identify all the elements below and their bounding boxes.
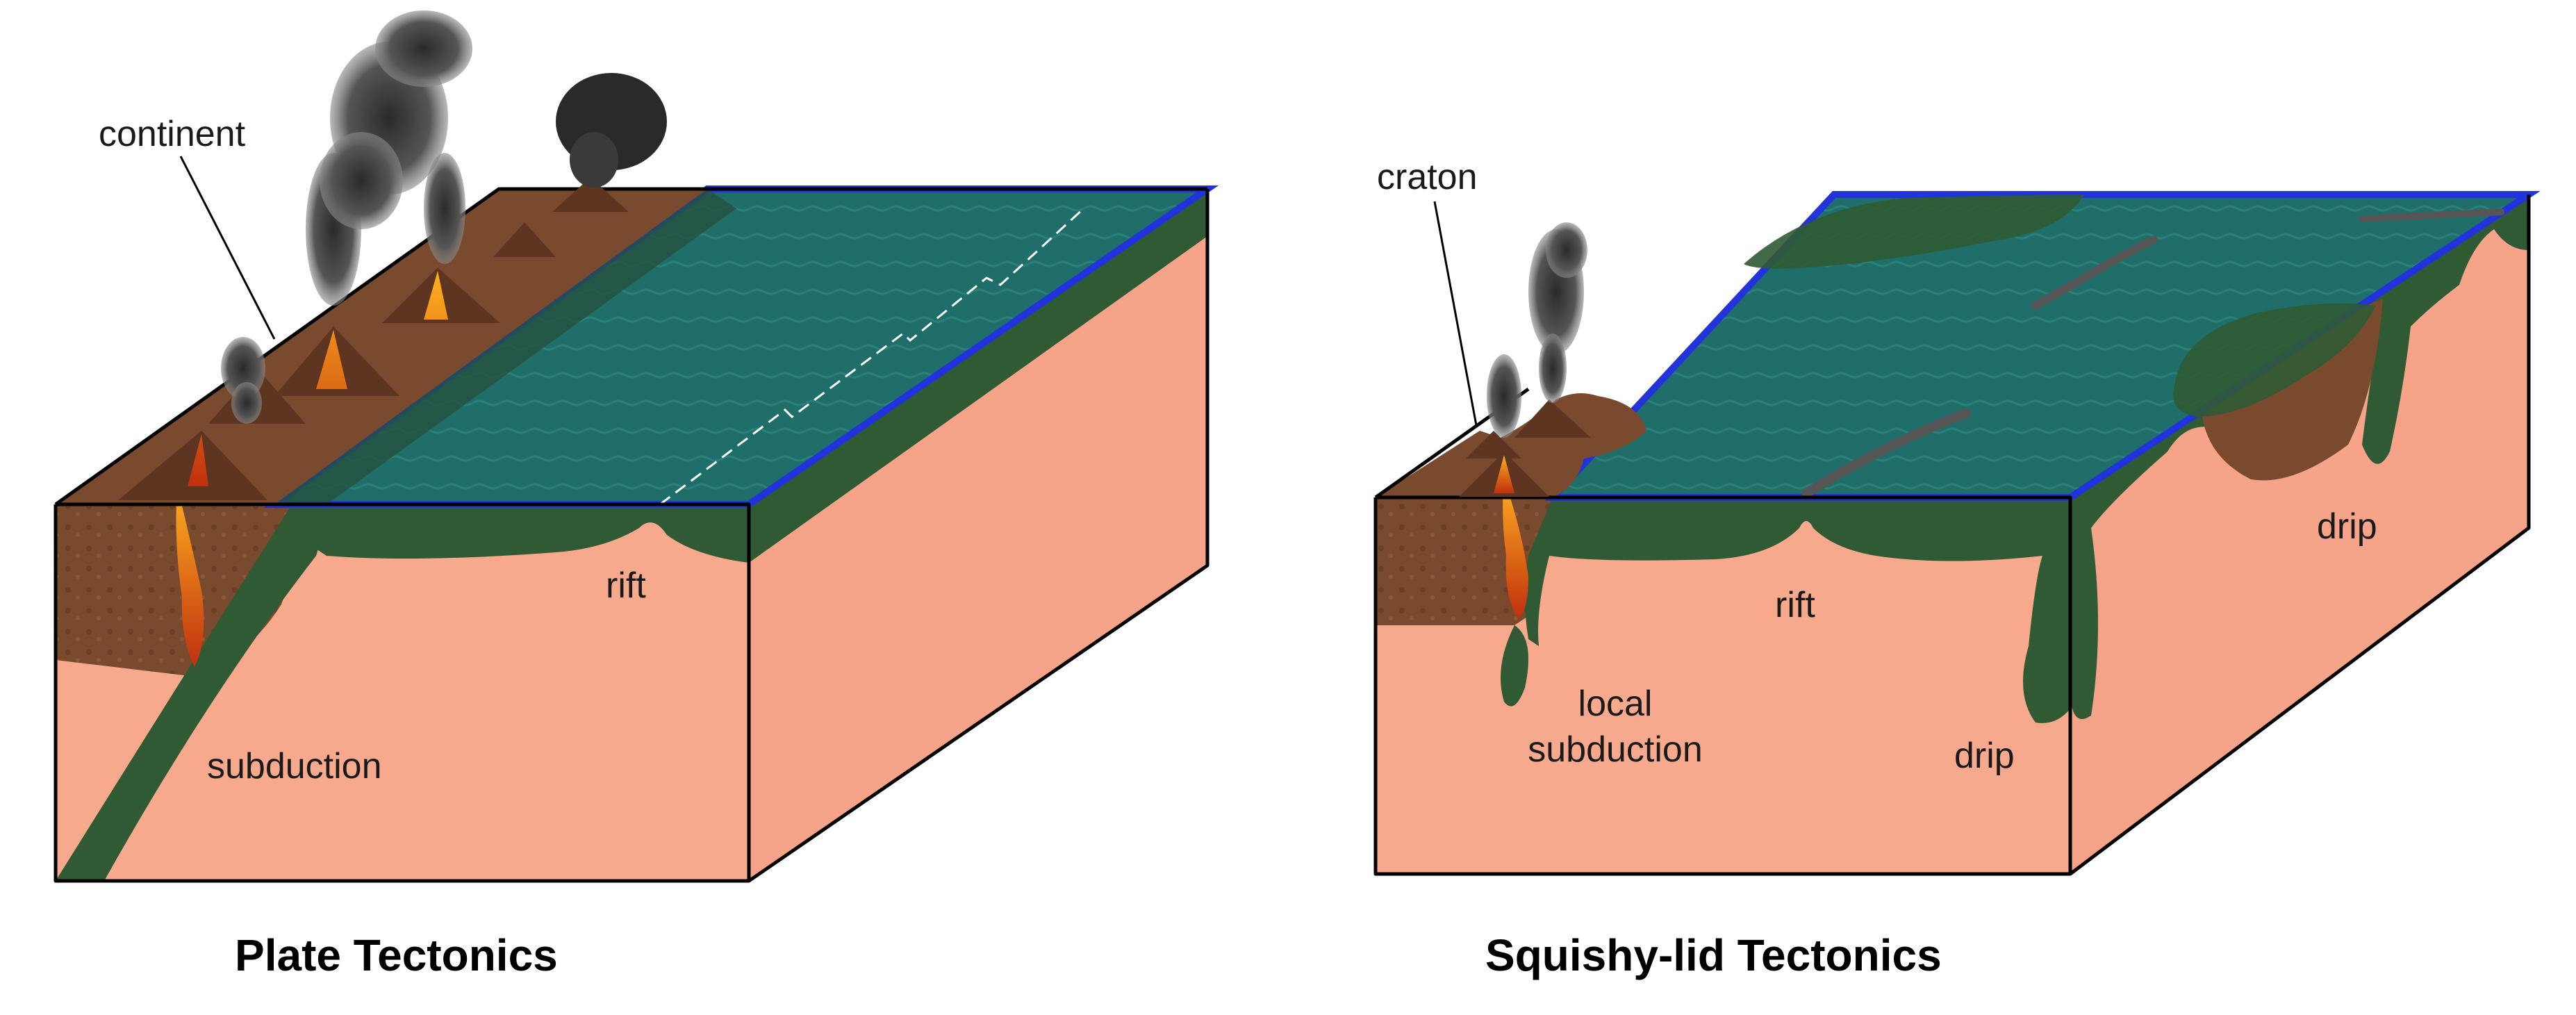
left-smoke-plumes xyxy=(221,10,667,424)
right-local-subduction-drip xyxy=(1501,625,1528,707)
smoke-plume-icon xyxy=(375,10,472,87)
volcano-icon xyxy=(552,177,629,212)
right-ocean-top xyxy=(1553,195,2529,497)
label-local-subduction-line2: subduction xyxy=(1528,729,1703,770)
right-top-crust-blob xyxy=(1744,195,2084,269)
left-trench-strip xyxy=(274,189,736,504)
title-plate-tectonics: Plate Tectonics xyxy=(235,930,558,980)
left-rift-line xyxy=(659,207,1085,506)
left-side-face xyxy=(749,189,1207,881)
smoke-plume-icon xyxy=(221,337,265,399)
left-block-top-outline xyxy=(54,187,1207,506)
right-rift-scar xyxy=(2359,208,2504,222)
left-front-lithosphere xyxy=(292,504,749,563)
smoke-plume-icon xyxy=(231,382,262,424)
smoke-plume-icon xyxy=(1539,333,1567,403)
continent-leader-line xyxy=(179,156,276,340)
smoke-plume-icon xyxy=(1487,354,1521,438)
smoke-plume-icon xyxy=(320,132,403,229)
volcano-icon xyxy=(1514,399,1591,438)
right-front-lithosphere xyxy=(1525,497,2070,723)
craton-leader-line xyxy=(1433,201,1478,426)
smoke-plume-icon xyxy=(570,132,618,188)
label-rift: rift xyxy=(1775,585,1815,625)
left-side-lithosphere xyxy=(749,189,1207,563)
right-smoke-plumes xyxy=(1487,222,1587,438)
right-rift-scar xyxy=(1801,409,1971,498)
right-top-crust-blob xyxy=(2173,303,2376,417)
right-side-face xyxy=(2070,195,2529,874)
plate-tectonics-block: continent rift subduction Plate Tectonic… xyxy=(53,10,1219,980)
smoke-plume-icon xyxy=(1546,222,1587,278)
right-front-face xyxy=(1376,497,2070,874)
left-block-side-outline xyxy=(748,189,1209,883)
volcano-icon xyxy=(118,431,267,500)
right-magma-conduit xyxy=(1503,479,1528,618)
title-squishy-lid-tectonics: Squishy-lid Tectonics xyxy=(1485,930,1942,980)
left-subducting-slab xyxy=(56,504,319,881)
right-craton-top xyxy=(1376,393,1646,497)
label-drip-bottom: drip xyxy=(1954,736,2015,776)
right-rift-scar xyxy=(2031,236,2158,310)
volcano-icon xyxy=(1466,431,1521,459)
right-volcanoes xyxy=(1459,399,1591,497)
label-continent: continent xyxy=(99,114,246,154)
right-block-side-outline xyxy=(2069,195,2531,875)
lava-flow-icon xyxy=(1494,455,1514,493)
left-ocean-top xyxy=(274,189,1207,504)
left-magma-conduit xyxy=(176,486,204,667)
label-drip-top: drip xyxy=(2317,506,2377,547)
volcano-icon xyxy=(493,222,556,257)
squishy-lid-block: craton rift local subduction drip drip S… xyxy=(1373,157,2541,980)
label-local-subduction-line1: local xyxy=(1578,684,1653,724)
left-continent-top xyxy=(56,189,707,504)
label-craton: craton xyxy=(1377,157,1478,197)
label-rift: rift xyxy=(606,566,646,606)
smoke-plume-icon xyxy=(424,153,465,264)
label-subduction: subduction xyxy=(207,746,382,786)
